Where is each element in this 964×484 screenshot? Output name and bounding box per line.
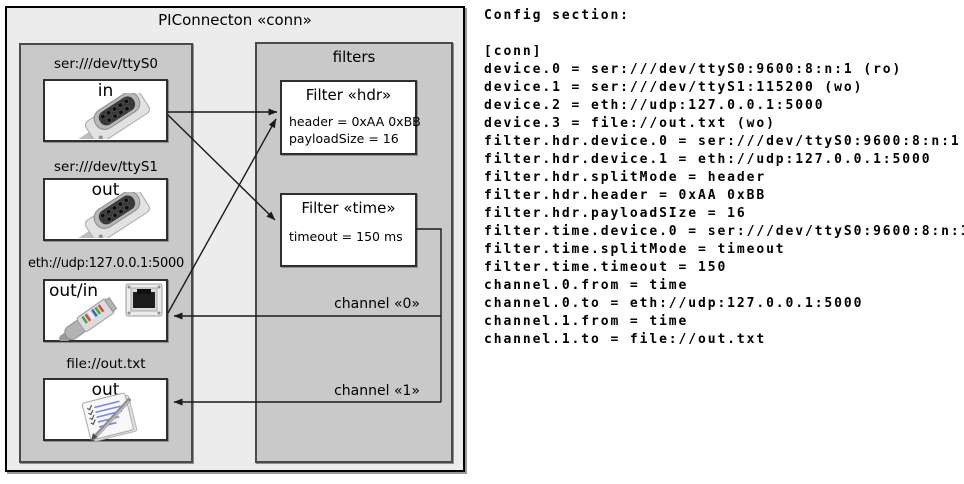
filter-hdr-title: Filter «hdr»	[305, 86, 392, 104]
config-line: filter.time.timeout = 150	[484, 260, 728, 275]
config-line: channel.1.from = time	[484, 314, 689, 329]
device-port-label: in	[97, 81, 114, 101]
diagram-title: PIConnecton «conn»	[158, 11, 312, 29]
config-line: channel.0.to = eth://udp:127.0.0.1:5000	[484, 296, 864, 311]
config-line: channel.1.to = file://out.txt	[484, 332, 767, 347]
config-section: Config section: [conn] device.0 = ser://…	[484, 7, 964, 349]
config-line: filter.hdr.device.1 = eth://udp:127.0.0.…	[484, 152, 932, 167]
filters-panel-title: filters	[332, 48, 376, 66]
config-line: filter.hdr.header = 0xAA 0xBB	[484, 188, 767, 203]
devices-panel: ser:///dev/ttyS0 in	[19, 43, 193, 463]
device-port-label: out/in	[49, 281, 99, 301]
config-line: device.2 = eth://udp:127.0.0.1:5000	[484, 98, 825, 113]
device-label-ttys0: ser:///dev/ttyS0	[54, 56, 158, 72]
device-label-ttys1: ser:///dev/ttyS1	[54, 159, 158, 175]
piconnecton-frame: PIConnecton «conn» ser:///dev/ttyS0 in	[5, 6, 465, 472]
config-line: device.1 = ser:///dev/ttyS1:115200 (wo)	[484, 80, 864, 95]
filter-time-box: Filter «time» timeout = 150 ms	[280, 193, 417, 267]
filter-hdr-box: Filter «hdr» header = 0xAA 0xBB payloadS…	[280, 80, 421, 155]
ethernet-jack-icon	[125, 283, 163, 317]
config-line: filter.hdr.payloadSIze = 16	[484, 206, 747, 221]
device-label-eth: eth://udp:127.0.0.1:5000	[28, 256, 184, 271]
serial-db9-icon	[77, 93, 150, 139]
device-box-ttys0: in	[43, 79, 168, 142]
ethernet-plug-icon	[59, 297, 118, 341]
filter-time-param-timeout: timeout = 150 ms	[289, 229, 403, 244]
filter-hdr-param-header: header = 0xAA 0xBB	[289, 114, 421, 129]
config-line: filter.hdr.device.0 = ser:///dev/ttyS0:9…	[484, 134, 961, 149]
config-line: [conn]	[484, 44, 543, 59]
device-port-label: out	[91, 180, 120, 200]
device-label-file: file://out.txt	[66, 356, 146, 372]
device-port-label: out	[91, 380, 120, 400]
channel-0-label: channel «0»	[334, 296, 420, 312]
config-line: filter.time.splitMode = timeout	[484, 242, 786, 257]
config-line: filter.time.device.0 = ser:///dev/ttyS0:…	[484, 224, 964, 239]
config-line: device.0 = ser:///dev/ttyS0:9600:8:n:1 (…	[484, 62, 903, 77]
channel-1-label: channel «1»	[334, 383, 420, 399]
serial-db9-icon	[77, 192, 150, 238]
config-line: filter.hdr.splitMode = header	[484, 170, 767, 185]
config-line: channel.0.from = time	[484, 278, 689, 293]
filter-time-title: Filter «time»	[301, 199, 396, 217]
filter-hdr-param-payloadsize: payloadSize = 16	[289, 131, 399, 146]
device-box-ttys1: out	[43, 178, 168, 241]
device-box-file: out	[43, 378, 168, 442]
device-box-eth: out/in	[43, 279, 168, 342]
filters-panel: filters Filter «hdr» header = 0xAA 0xBB …	[255, 42, 453, 463]
config-line: device.3 = file://out.txt (wo)	[484, 116, 776, 131]
notepad-pen-icon	[81, 392, 138, 442]
config-heading: Config section:	[484, 8, 630, 23]
